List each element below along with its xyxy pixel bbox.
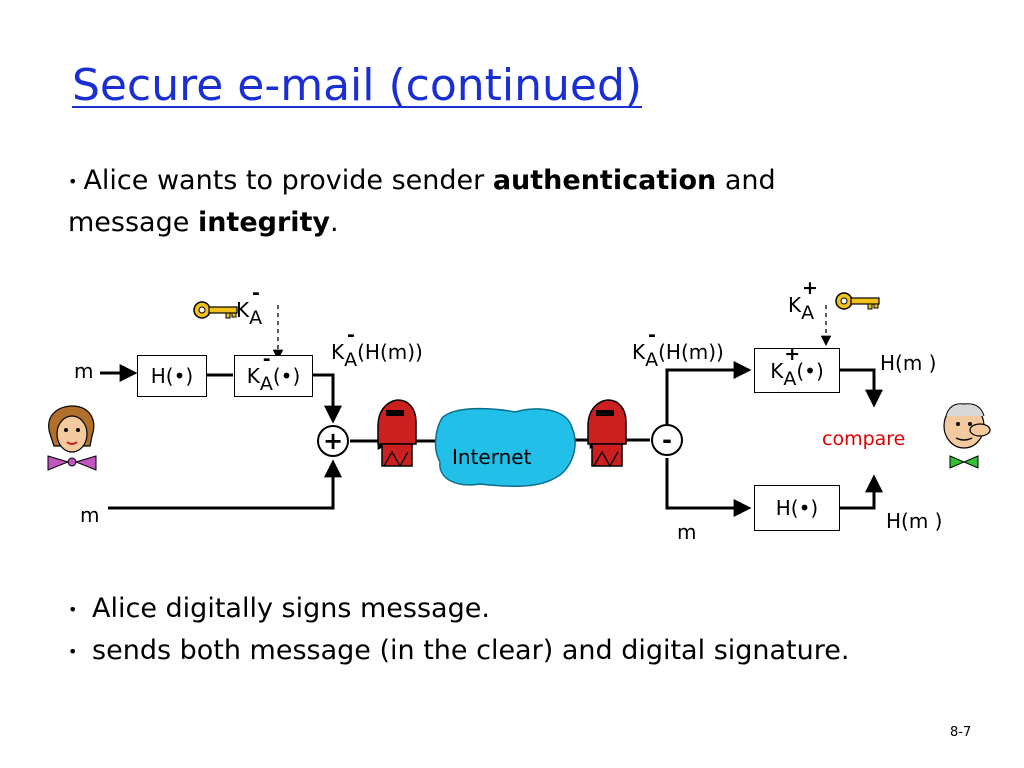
private-key-symbol: KA- [246, 348, 273, 395]
intro-bold-authentication: authentication [492, 165, 717, 196]
k-box-right-suffix: (•) [796, 358, 824, 383]
intro-text-1: Alice wants to provide sender [83, 165, 493, 196]
split-operator: - [651, 424, 683, 456]
arrow-k-to-plus [313, 373, 342, 424]
arrow-minus-to-hash [665, 458, 752, 517]
summary-bullet: • Alice digitally signs message. [68, 593, 490, 624]
concat-operator: + [317, 425, 349, 457]
intro-text-2: and [716, 165, 776, 196]
hash-function-box-receiver: H(•) [754, 485, 840, 531]
bob-icon [943, 403, 991, 469]
key-icon [193, 301, 238, 319]
internet-label: Internet [452, 445, 532, 469]
private-key-encrypt-box: KA-(•) [234, 348, 313, 397]
bullet-dot: • [68, 172, 78, 191]
k-box-left-suffix: (•) [272, 364, 301, 388]
public-key-decrypt-box: KA+(•) [754, 342, 840, 393]
intro-bullet: • Alice wants to provide sender authentic… [68, 160, 928, 243]
arrow-kplus-to-compare [840, 368, 883, 408]
mailbox-icon [587, 399, 627, 468]
hash-label-top: H(m ) [880, 351, 937, 375]
compare-label: compare [822, 428, 906, 450]
intro-text-3: message [68, 207, 198, 238]
hash-function-box: H(•) [137, 355, 207, 397]
message-label-bottom: m [80, 503, 100, 527]
key-icon [835, 292, 880, 310]
message-label-top: m [74, 359, 94, 383]
hash-label-bottom: H(m ) [886, 509, 943, 533]
summary-bullets: • Alice digitally signs message. • sends… [68, 588, 1008, 672]
message-label-out: m [677, 520, 697, 544]
public-key-label: KA+ [788, 277, 818, 324]
internet-cloud [434, 407, 576, 488]
intro-bold-integrity: integrity [197, 207, 331, 238]
intro-text-4: . [330, 207, 339, 238]
arrow-minus-to-kplus [665, 361, 752, 424]
page-number: 8-7 [950, 725, 972, 740]
signature-label-received: KA-(H(m)) [632, 324, 724, 371]
arrow-hash-to-compare [840, 474, 883, 510]
alice-icon [47, 405, 97, 471]
signature-label: KA-(H(m)) [331, 324, 423, 371]
slide-title: Secure e-mail (continued) [72, 60, 643, 111]
private-key-label: KA- [236, 282, 263, 329]
public-key-symbol: KA+ [770, 342, 801, 390]
arrow-m-to-plus [108, 459, 342, 510]
mailbox-icon [377, 399, 417, 468]
summary-bullet: • sends both message (in the clear) and … [68, 635, 850, 666]
